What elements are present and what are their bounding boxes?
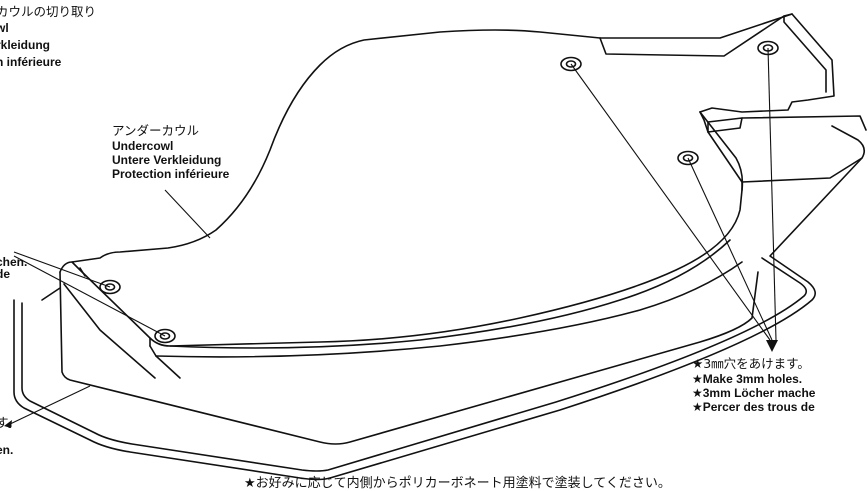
hole-mid-right bbox=[677, 150, 699, 166]
leader-hole-left-lower bbox=[13, 255, 166, 337]
leader-hole-left-upper bbox=[13, 251, 111, 288]
leader-hole-top-right bbox=[767, 47, 777, 341]
leader-hole-mid-right bbox=[687, 157, 773, 341]
undercowl-label-en: Undercowl bbox=[112, 139, 174, 153]
cowl-side-wall bbox=[59, 271, 759, 445]
top-left-label-en: wl bbox=[0, 21, 9, 35]
holes-label-en: ★Make 3mm holes. bbox=[692, 372, 803, 386]
leader-hole-top-center bbox=[570, 63, 771, 341]
undercowl-label: アンダーカウル Undercowl Untere Verkleidung Pro… bbox=[112, 122, 229, 181]
leader-arrowheads bbox=[4, 340, 778, 428]
holes-label-de: ★3mm Löcher mache bbox=[692, 386, 816, 400]
left-mid-label-line2: de bbox=[0, 267, 11, 281]
top-left-label-jp: カウルの切り取り bbox=[0, 4, 97, 19]
hole-top-center bbox=[560, 56, 582, 72]
undercowl-label-fr: Protection inférieure bbox=[112, 167, 230, 181]
top-left-label: カウルの切り取り wl rkleidung n inférieure bbox=[0, 4, 96, 71]
left-mid-label-line1: chen. bbox=[0, 255, 28, 269]
hole-front-left-lower bbox=[154, 328, 176, 344]
leader-left-lower bbox=[7, 385, 91, 426]
left-mid-label: chen. de bbox=[0, 256, 27, 280]
leader-undercowl bbox=[164, 189, 211, 239]
undercowl-label-de: Untere Verkleidung bbox=[112, 153, 222, 167]
left-lower-label-jp: す。 bbox=[0, 415, 20, 430]
cowl-rear-step bbox=[599, 13, 835, 113]
holes-label: ★3㎜穴をあけます。 ★Make 3mm holes. ★3mm Löcher … bbox=[692, 356, 815, 414]
undercowl-label-jp: アンダーカウル bbox=[112, 123, 200, 138]
cowl-flange-inner bbox=[21, 257, 808, 472]
top-left-label-de: rkleidung bbox=[0, 38, 51, 52]
cowl-shoulder bbox=[59, 13, 793, 273]
holes-label-jp: ★3㎜穴をあけます。 bbox=[692, 356, 810, 371]
left-lower-label-en: en. bbox=[0, 443, 14, 457]
bottom-note: ★お好みに応じて内側からポリカーボネート用塗料で塗装してください。 bbox=[244, 476, 671, 491]
hole-front-left-upper bbox=[99, 279, 121, 295]
top-left-label-fr: n inférieure bbox=[0, 55, 62, 69]
holes-label-fr: ★Percer des trous de bbox=[692, 400, 815, 414]
cowl-flange-outline bbox=[13, 125, 866, 481]
